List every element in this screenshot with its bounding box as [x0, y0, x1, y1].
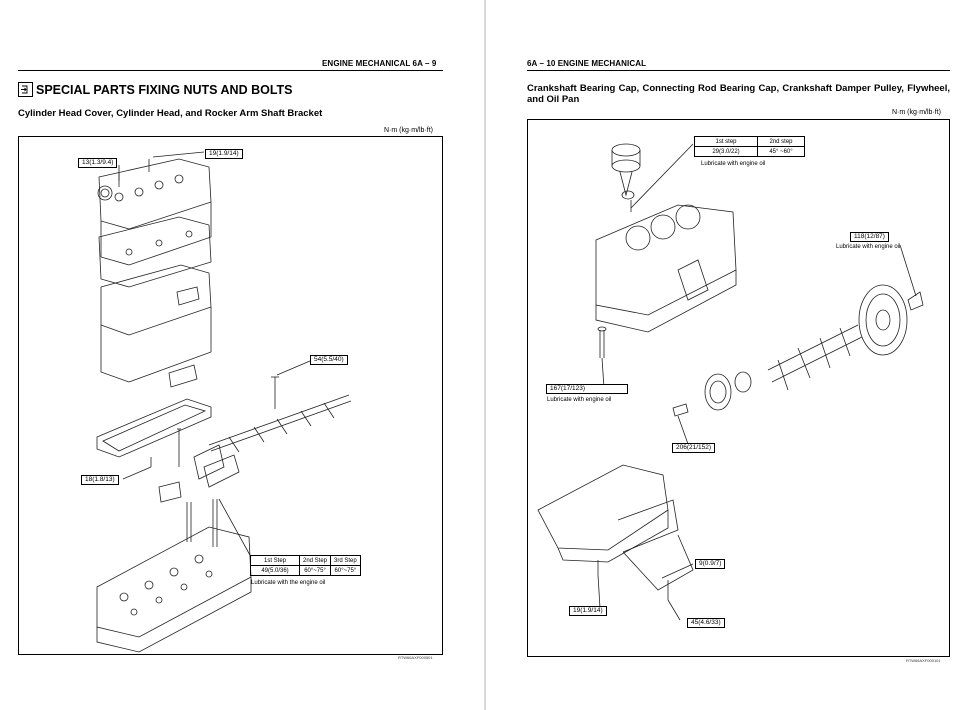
cylinder-head-exploded-drawing — [96, 151, 352, 653]
table-cell: 1st Step — [250, 555, 300, 566]
torque-callout-cover-bolt: 19(1.9/14) — [205, 149, 243, 159]
torque-callout-pulley: 206(21/152) — [672, 443, 716, 453]
right-page: 6A – 10 ENGINE MECHANICAL Crankshaft Bea… — [486, 0, 977, 710]
right-figure-frame: 1st step 2nd step 29(3.0/22) 45° ~60° Lu… — [527, 119, 950, 657]
table-cell: 45° ~60° — [757, 146, 805, 157]
table-cell: 3rd Step — [330, 555, 361, 566]
page-gutter — [484, 0, 486, 710]
right-page-header: 6A – 10 ENGINE MECHANICAL — [527, 59, 647, 68]
torque-callout-flywheel: 118(12/87) — [850, 232, 889, 242]
torque-callout-main-cap: 167(17/123) — [546, 384, 628, 394]
main-cap-note: Lubricate with engine oil — [547, 397, 612, 403]
head-bolt-note: Lubricate with the engine oil — [251, 580, 326, 586]
table-row: 49(5.0/36) 60°~75° 60°~75° — [250, 565, 361, 576]
right-subtitle: Crankshaft Bearing Cap, Connecting Rod B… — [527, 83, 950, 105]
torque-callout-rocker-nut: 18(1.8/13) — [81, 475, 119, 485]
left-figure-ref: RTW66AXF000501 — [398, 655, 433, 660]
torque-callout-cover-nut: 13(1.3/9.4) — [78, 158, 118, 168]
torque-callout-drain-plug: 45(4.6/33) — [687, 618, 725, 628]
left-subtitle: Cylinder Head Cover, Cylinder Head, and … — [18, 108, 323, 119]
left-figure-frame: 19(1.9/14) 13(1.3/9.4) 54(5.5/40) 18(1.8… — [18, 136, 443, 655]
right-units: N·m (kg·m/lb·ft) — [892, 109, 941, 116]
conrod-steps-table: 1st step 2nd step 29(3.0/22) 45° ~60° — [694, 136, 805, 157]
section-arrow-icon — [18, 82, 33, 97]
table-cell: 1st step — [694, 136, 758, 147]
left-page: ENGINE MECHANICAL 6A – 9 SPECIAL PARTS F… — [0, 0, 484, 710]
table-cell: 29(3.0/22) — [694, 146, 758, 157]
conrod-note: Lubricate with engine oil — [701, 161, 766, 167]
torque-callout-oilpan-bolt: 19(1.9/14) — [569, 606, 607, 616]
table-cell: 49(5.0/36) — [250, 565, 300, 576]
torque-callout-oilpan-nut: 9(0.9/7) — [695, 559, 726, 569]
table-row: 29(3.0/22) 45° ~60° — [694, 146, 805, 157]
table-cell: 60°~75° — [330, 565, 361, 576]
head-bolt-steps-table: 1st Step 2nd Step 3rd Step 49(5.0/36) 60… — [250, 555, 361, 576]
table-cell: 2nd step — [757, 136, 805, 147]
left-header-rule — [18, 70, 443, 71]
flywheel-note: Lubricate with engine oil — [836, 244, 901, 250]
left-units: N·m (kg·m/lb·ft) — [384, 127, 433, 134]
right-header-rule — [527, 70, 950, 71]
table-cell: 2nd Step — [298, 555, 332, 566]
torque-callout-rocker-bracket: 54(5.5/40) — [310, 355, 348, 365]
section-title-text: SPECIAL PARTS FIXING NUTS AND BOLTS — [36, 82, 293, 97]
table-row: 1st Step 2nd Step 3rd Step — [250, 555, 361, 566]
table-row: 1st step 2nd step — [694, 136, 805, 147]
table-cell: 60°~75° — [298, 565, 332, 576]
crankshaft-oilpan-exploded-drawing — [537, 143, 924, 621]
section-title: SPECIAL PARTS FIXING NUTS AND BOLTS — [18, 82, 293, 97]
right-figure-ref: RTW66AXF000101 — [906, 658, 941, 663]
left-page-header: ENGINE MECHANICAL 6A – 9 — [322, 59, 437, 68]
